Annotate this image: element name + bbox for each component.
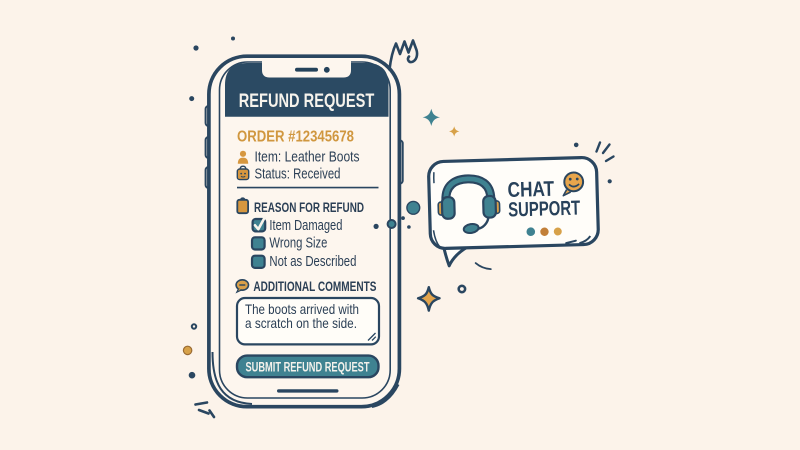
- svg-text:REASON FOR REFUND: REASON FOR REFUND: [254, 200, 364, 216]
- svg-text:SUBMIT REFUND REQUEST: SUBMIT REFUND REQUEST: [246, 359, 370, 375]
- svg-text:Not as Described: Not as Described: [269, 254, 356, 270]
- svg-text:Wrong Size: Wrong Size: [269, 236, 327, 252]
- svg-text:ORDER #12345678: ORDER #12345678: [237, 128, 354, 145]
- svg-text:The boots arrived with: The boots arrived with: [245, 302, 359, 317]
- svg-text:Item Damaged: Item Damaged: [269, 218, 342, 234]
- svg-text:Item: Leather Boots: Item: Leather Boots: [255, 150, 360, 166]
- svg-text:SUPPORT: SUPPORT: [508, 198, 581, 222]
- svg-text:REFUND REQUEST: REFUND REQUEST: [239, 90, 375, 112]
- svg-text:a scratch on the side.: a scratch on the side.: [245, 316, 357, 331]
- svg-text:CHAT: CHAT: [507, 178, 554, 202]
- svg-text:Status: Received: Status: Received: [255, 167, 341, 183]
- svg-text:ADDITIONAL COMMENTS: ADDITIONAL COMMENTS: [253, 278, 376, 294]
